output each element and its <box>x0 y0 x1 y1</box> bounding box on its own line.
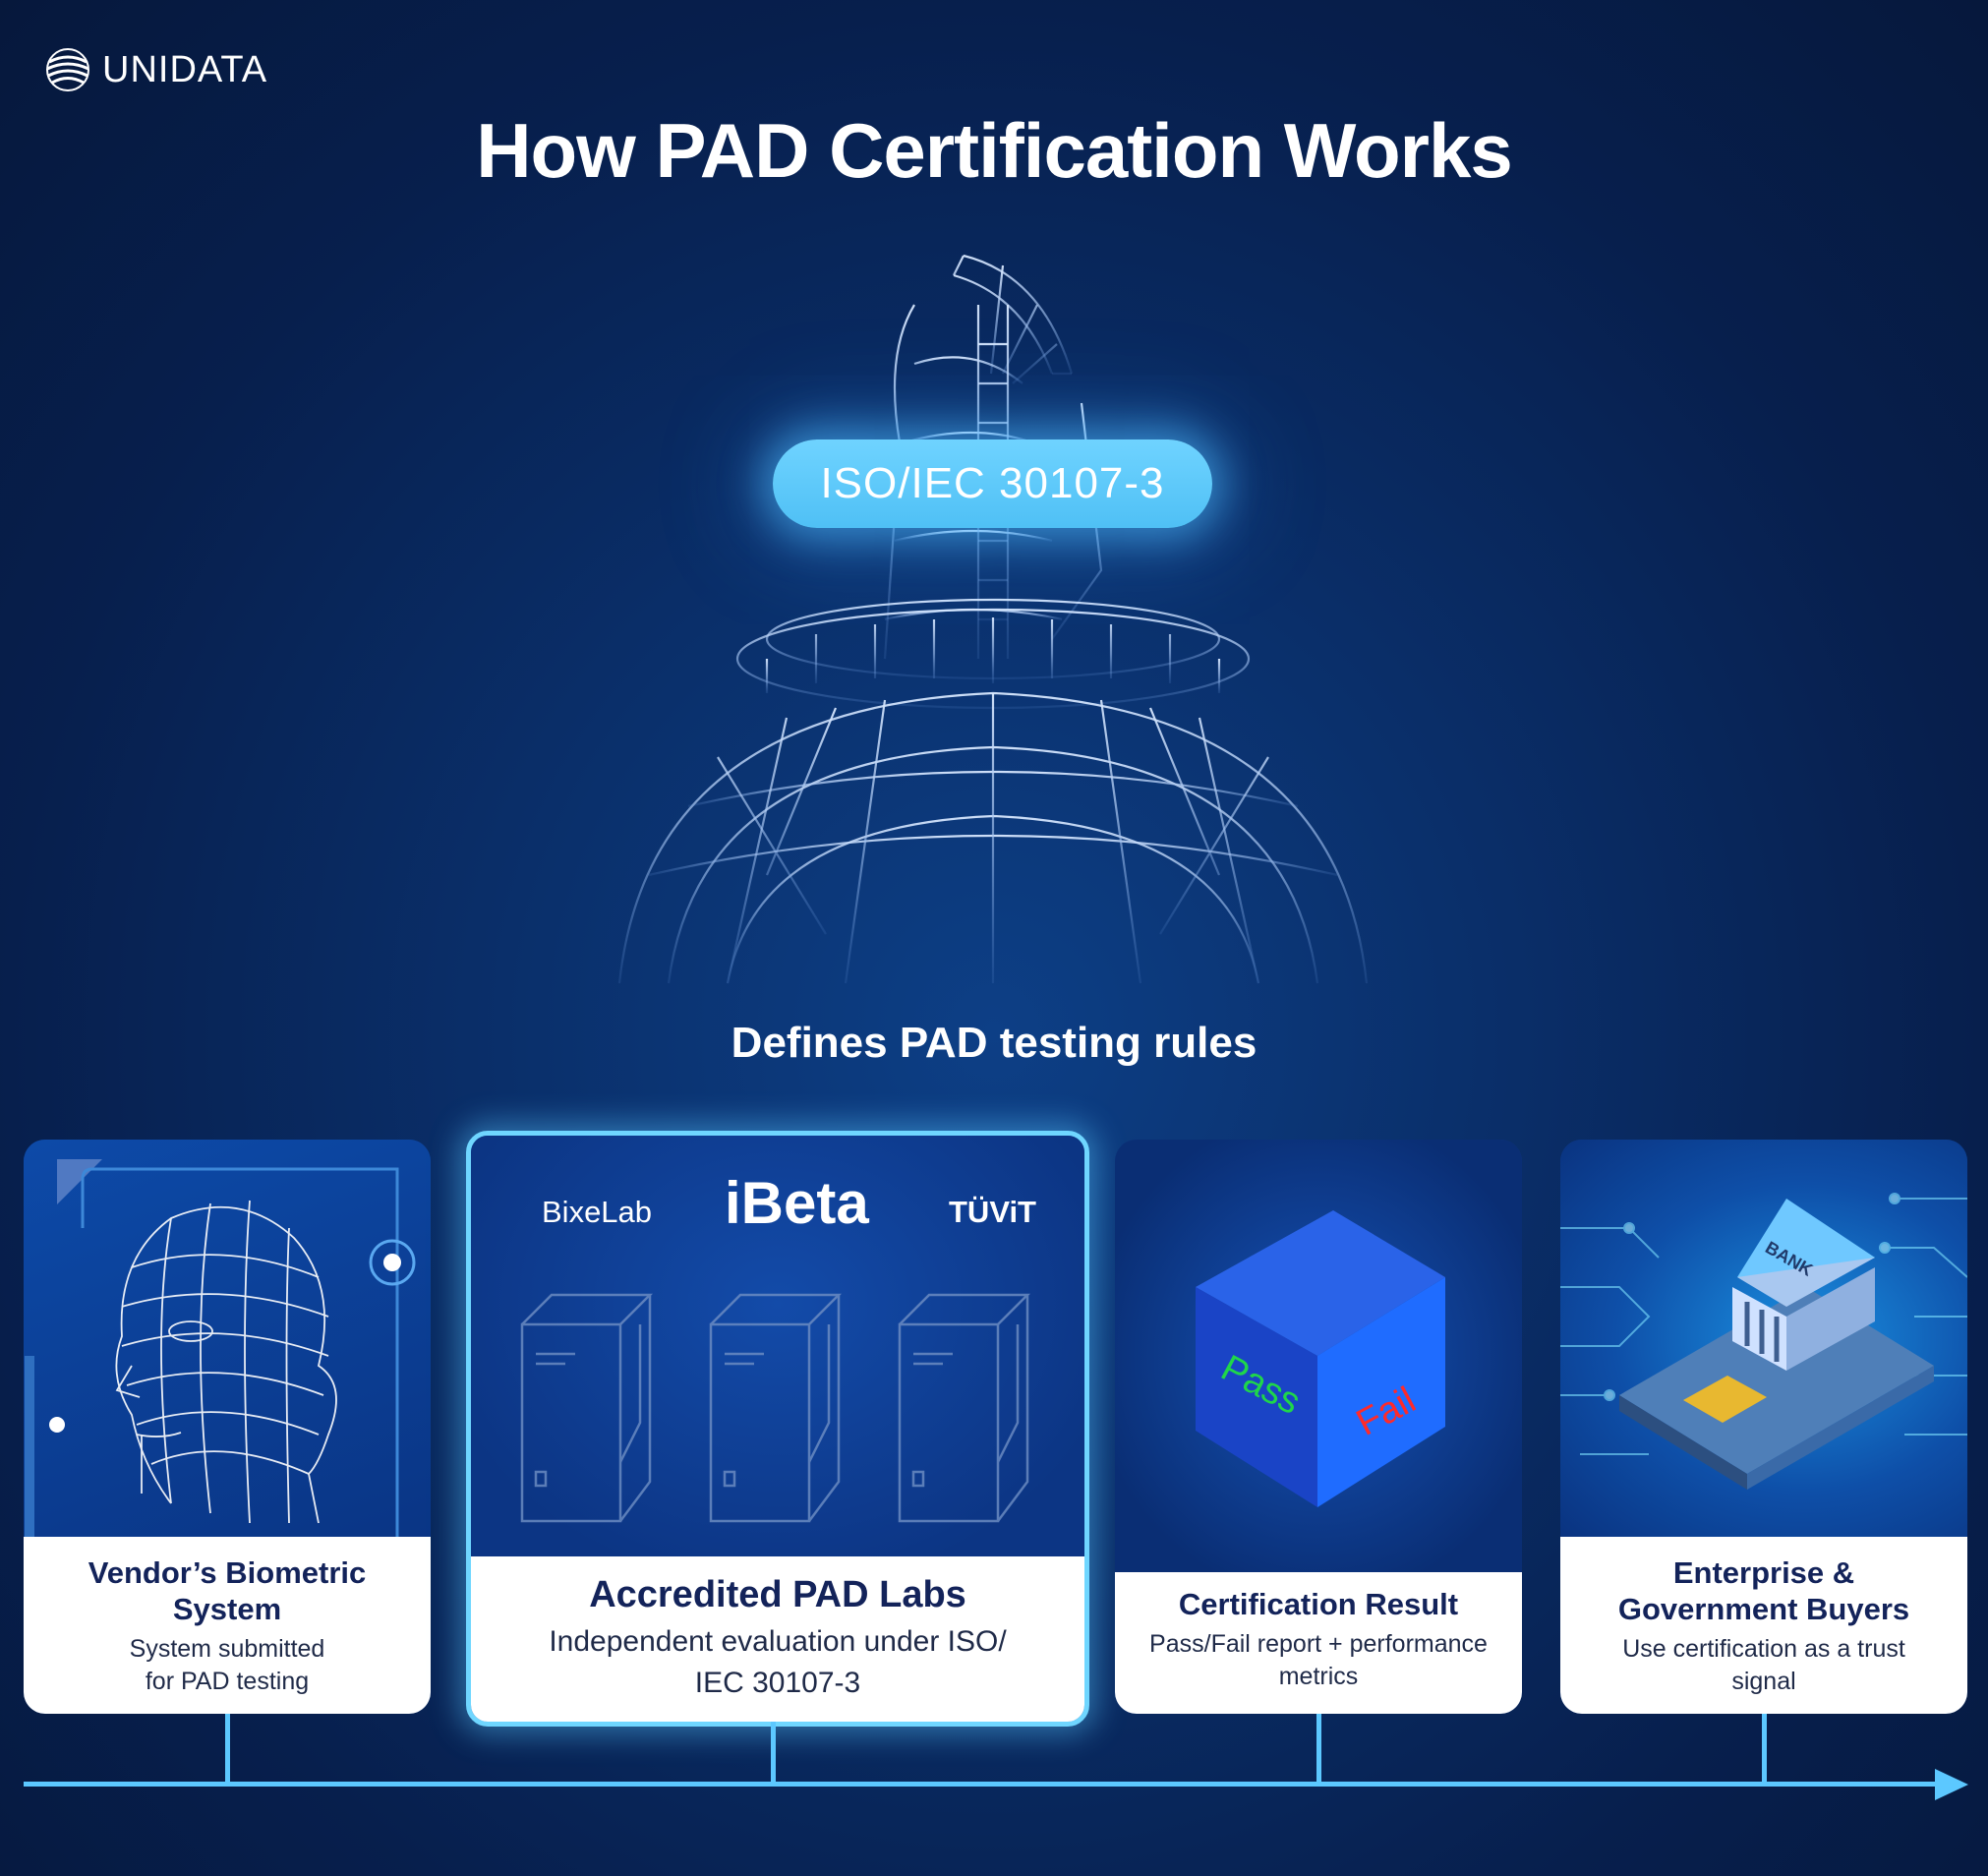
card-image: BixeLab iBeta TÜViT <box>471 1136 1084 1556</box>
lab-ibeta: iBeta <box>725 1170 869 1236</box>
card-certification-result: Pass Fail Certification Result Pass/Fail… <box>1115 1140 1522 1714</box>
bank-on-phone-icon: BANK <box>1560 1193 1967 1490</box>
timeline-tick-2 <box>771 1722 776 1785</box>
page-title: How PAD Certification Works <box>476 107 1513 194</box>
card-image: Pass Fail <box>1115 1140 1522 1572</box>
wireframe-face-icon <box>25 1159 416 1537</box>
brand-name: UNIDATA <box>102 48 268 90</box>
standard-badge: ISO/IEC 30107-3 <box>773 440 1212 528</box>
lab-tuvit: TÜViT <box>949 1195 1036 1229</box>
card-description: Independent evaluation under ISO/IEC 301… <box>549 1625 1007 1699</box>
server-tower-icon <box>520 1293 1031 1523</box>
timeline-tick-4 <box>1762 1714 1767 1785</box>
timeline-tick-3 <box>1316 1714 1321 1785</box>
pass-fail-cube-icon: Pass Fail <box>1196 1210 1445 1507</box>
timeline-axis <box>24 1782 1941 1787</box>
standard-caption: Defines PAD testing rules <box>731 1019 1257 1067</box>
card-body: Accredited PAD Labs Independent evaluati… <box>471 1556 1084 1722</box>
card-body: Enterprise &Government Buyers Use certif… <box>1560 1537 1967 1714</box>
card-image <box>24 1140 431 1537</box>
card-pad-labs: BixeLab iBeta TÜViT Accredited PAD Lab <box>466 1131 1089 1727</box>
timeline-arrow-icon <box>1935 1769 1968 1800</box>
globe-stripes-icon <box>46 48 89 91</box>
card-buyers: BANK Enterprise &Government Buyers Use c… <box>1560 1140 1967 1714</box>
card-title: Accredited PAD Labs <box>589 1574 966 1615</box>
card-body: Certification Result Pass/Fail report + … <box>1115 1572 1522 1714</box>
lab-bixelab: BixeLab <box>542 1195 653 1229</box>
card-title: Certification Result <box>1178 1587 1459 1621</box>
card-image: BANK <box>1560 1140 1967 1537</box>
timeline-tick-1 <box>225 1714 230 1785</box>
observation-tower-illustration <box>617 254 1369 984</box>
brand-logo: UNIDATA <box>45 47 267 92</box>
card-title: Enterprise &Government Buyers <box>1617 1555 1910 1626</box>
